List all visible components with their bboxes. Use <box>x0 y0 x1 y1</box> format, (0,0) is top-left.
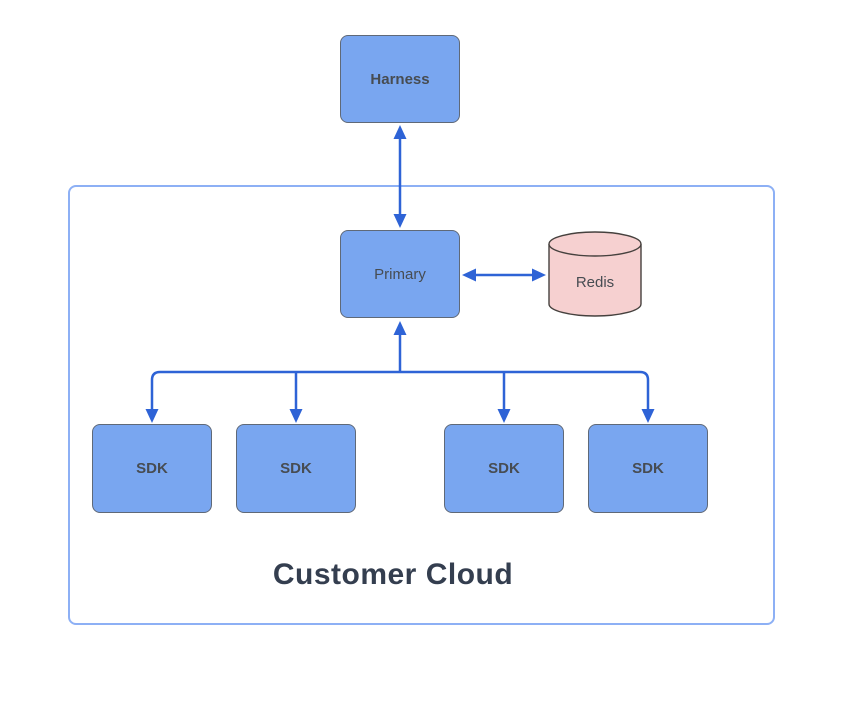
harness-node: Harness <box>340 35 460 123</box>
redis-label: Redis <box>575 273 615 291</box>
sdk-node-4: SDK <box>588 424 708 513</box>
sdk-label: SDK <box>488 460 520 477</box>
customer-cloud-container <box>68 185 775 625</box>
redis-node: Redis <box>547 230 643 318</box>
sdk-node-2: SDK <box>236 424 356 513</box>
primary-node: Primary <box>340 230 460 318</box>
customer-cloud-title: Customer Cloud <box>272 558 514 591</box>
sdk-node-1: SDK <box>92 424 212 513</box>
sdk-label: SDK <box>632 460 664 477</box>
database-cylinder-icon <box>548 231 642 317</box>
primary-label: Primary <box>374 265 426 283</box>
sdk-label: SDK <box>280 460 312 477</box>
sdk-label: SDK <box>136 460 168 477</box>
sdk-node-3: SDK <box>444 424 564 513</box>
harness-label: Harness <box>370 70 430 88</box>
